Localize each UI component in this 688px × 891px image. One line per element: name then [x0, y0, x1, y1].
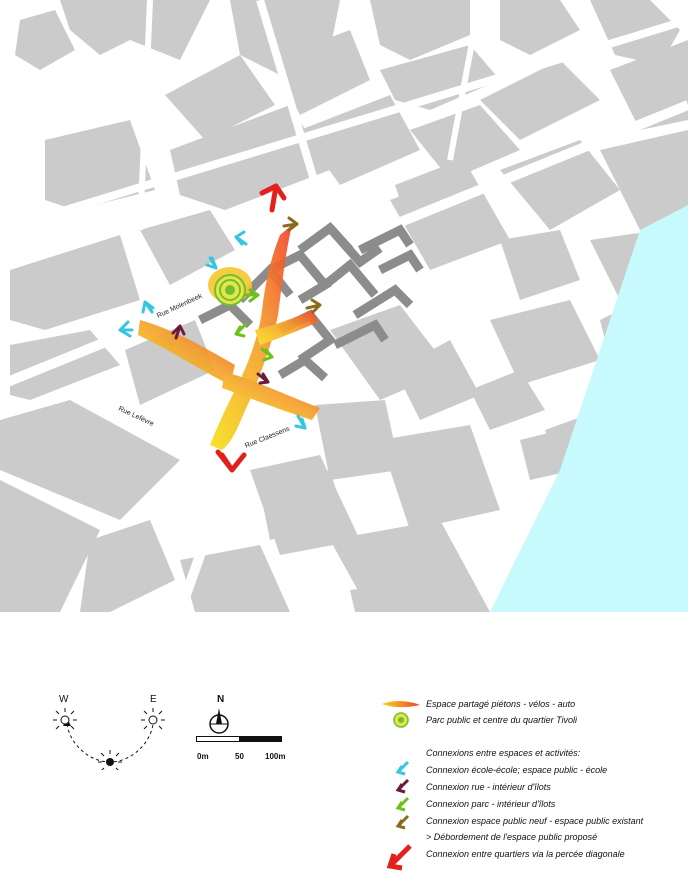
shared-space-north-branch	[210, 225, 292, 450]
legend-street-label: Connexion rue - intérieur d'îlots	[426, 782, 551, 792]
building-block	[500, 140, 620, 230]
building-block	[500, 230, 580, 300]
legend-district-label: Connexion entre quartiers via la percée …	[426, 849, 625, 859]
street-arrow	[256, 372, 270, 385]
building-block	[370, 0, 470, 60]
park-arrow	[234, 322, 248, 338]
building-block	[350, 580, 430, 612]
building-block	[500, 0, 580, 55]
proposed-block	[277, 354, 329, 382]
building-block	[270, 30, 370, 115]
legend-overflow-label: > Débordement de l'espace public proposé	[426, 832, 598, 842]
school-arrow	[294, 414, 307, 430]
street-line	[345, 0, 385, 92]
legend-shared-space-swatch	[382, 701, 420, 708]
park-symbol	[214, 274, 246, 306]
building-block	[490, 300, 600, 385]
compass-north-label: N	[217, 694, 225, 705]
building-block	[380, 425, 500, 530]
shared-space-west-branch	[138, 320, 235, 385]
legend-park-arrow-icon	[395, 796, 410, 812]
building-block	[600, 130, 688, 230]
building-block	[480, 60, 600, 140]
connection-arrows	[118, 183, 322, 473]
shared-space-mid-branch	[255, 310, 318, 345]
park-arrow	[260, 347, 274, 362]
district-arrow	[259, 183, 287, 213]
building-block	[60, 0, 210, 60]
sun-east-icon	[141, 708, 165, 730]
scale-bar	[196, 736, 282, 742]
scale-label-50: 50	[235, 752, 244, 761]
street-line	[175, 468, 235, 614]
proposed-block	[357, 224, 414, 255]
district-connection-arrows	[215, 183, 287, 473]
school-arrow	[141, 300, 155, 314]
legend-public-space-label: Connexion espace public neuf - espace pu…	[426, 816, 644, 826]
building-block	[470, 370, 545, 430]
scale-label-0: 0m	[197, 752, 209, 761]
legend-park-label: Parc public et centre du quartier Tivoli	[426, 715, 577, 725]
compass-west-label: W	[59, 694, 69, 705]
building-block	[395, 340, 480, 420]
proposed-block	[377, 249, 424, 275]
street-line	[0, 16, 688, 234]
shared-space-east-branch	[222, 372, 320, 420]
school-arrow	[234, 230, 248, 246]
compass-east-label: E	[150, 694, 157, 705]
proposed-block	[352, 284, 414, 319]
sun-south-icon	[98, 750, 122, 770]
building-block	[10, 235, 140, 330]
street-line	[137, 0, 153, 231]
building-block	[0, 480, 100, 612]
proposed-block	[322, 258, 379, 298]
scale-label-100: 100m	[265, 752, 286, 761]
legend-district-arrow-icon	[386, 844, 412, 871]
canal	[490, 205, 688, 612]
proposed-block	[332, 319, 389, 350]
park-arrow	[244, 288, 260, 303]
urban-plan-map: Rue Molenbeek Rue Lefèvre Rue Claessens	[0, 0, 688, 614]
street-connection-arrows	[171, 324, 270, 385]
legend-connections-title: Connexions entre espaces et activités:	[426, 748, 581, 758]
street-arrow	[171, 324, 186, 340]
school-arrow	[118, 320, 134, 338]
building-block	[15, 10, 75, 70]
legend-park-connection-label: Connexion parc - intérieur d'îlots	[426, 799, 556, 809]
sun-west-icon	[53, 708, 77, 730]
legend-street-arrow-icon	[395, 778, 410, 794]
street-line	[256, 0, 324, 202]
legend-symbols	[382, 701, 420, 871]
legend-shared-space-label: Espace partagé piétons - vélos - auto	[426, 699, 576, 709]
street-line	[447, 0, 483, 161]
legend-school-arrow-icon	[395, 760, 410, 776]
proposed-block	[267, 249, 332, 304]
building-block	[125, 320, 215, 405]
public-space-arrow	[282, 216, 299, 232]
building-block	[0, 400, 180, 520]
legend-park-icon	[393, 712, 409, 728]
building-block	[180, 545, 290, 612]
school-connection-arrows	[118, 230, 307, 430]
building-block	[140, 210, 235, 285]
legend-public-space-arrow-icon	[395, 814, 410, 830]
sun-path-diagram	[53, 708, 165, 770]
building-block	[80, 520, 175, 612]
building-block	[300, 95, 420, 185]
north-arrow-icon	[209, 708, 229, 734]
building-block	[315, 400, 400, 480]
public-space-arrow	[305, 298, 322, 314]
legend: W E N 0m 50 100m Espace partagé piétons …	[0, 620, 688, 891]
legend-school-label: Connexion école-école; espace public - é…	[426, 765, 608, 775]
district-arrow	[215, 449, 247, 473]
park-connection-arrows	[234, 288, 274, 362]
building-block	[410, 105, 520, 180]
street-line	[88, 391, 252, 484]
building-block	[165, 55, 275, 140]
school-arrow	[205, 256, 218, 270]
building-block	[260, 470, 345, 540]
building-block	[610, 40, 688, 130]
public-space-connection-arrows	[282, 216, 322, 314]
proposed-block	[326, 225, 383, 268]
